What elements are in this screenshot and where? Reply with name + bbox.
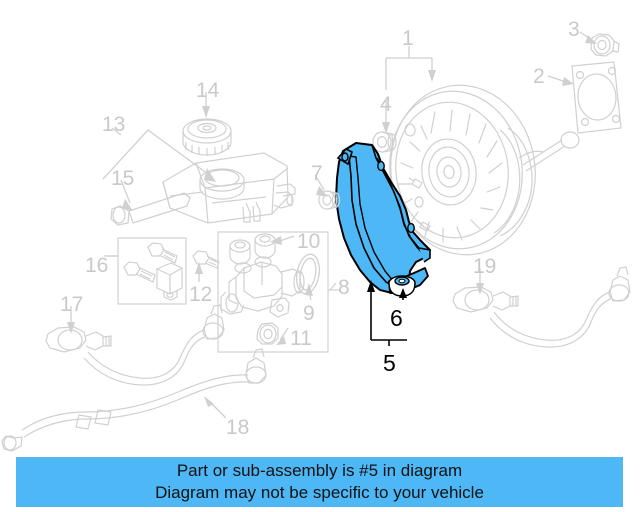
callout-label-2: 2 xyxy=(533,65,545,88)
booster-grommet xyxy=(372,131,397,153)
reservoir-sensor xyxy=(110,192,191,226)
callout-leader-lines xyxy=(67,31,597,419)
callout-label-11: 11 xyxy=(290,327,312,350)
callout-label-18: 18 xyxy=(226,416,250,439)
callout-label-1: 1 xyxy=(402,27,414,50)
master-cylinder-nut xyxy=(256,322,279,345)
banner-line-2: Diagram may not be specific to your vehi… xyxy=(155,483,484,502)
brake-hose-right xyxy=(452,266,631,348)
bleeder-screw xyxy=(192,250,220,269)
banner-line-1: Part or sub-assembly is #5 in diagram xyxy=(176,460,463,480)
small-bushing xyxy=(318,190,341,210)
fluid-reservoir xyxy=(162,152,296,224)
part-info-banner: Part or sub-assembly is #5 in diagram Di… xyxy=(16,457,623,507)
heat-shield-bracket-highlighted xyxy=(335,142,431,294)
fitting-kit-contents xyxy=(123,242,183,301)
callout-label-6: 6 xyxy=(390,305,403,331)
callout-label-4: 4 xyxy=(380,93,392,116)
booster-nut xyxy=(590,33,620,57)
callout-label-8: 8 xyxy=(338,276,350,299)
brake-hose-upper xyxy=(45,304,225,386)
brake-hose-lower xyxy=(1,348,267,452)
callout-label-9: 9 xyxy=(303,302,315,325)
callout-label-13: 13 xyxy=(102,113,126,136)
callout-label-14: 14 xyxy=(196,79,220,102)
brake-booster xyxy=(389,84,580,256)
callout-label-17: 17 xyxy=(60,293,84,316)
callout-label-12: 12 xyxy=(189,283,213,306)
booster-gasket xyxy=(571,61,622,134)
callout-label-5: 5 xyxy=(383,350,396,376)
highlight-callout-leader-lines xyxy=(367,280,407,346)
callout-label-3: 3 xyxy=(568,18,580,41)
callout-label-16: 16 xyxy=(85,254,109,277)
callout-label-10: 10 xyxy=(297,230,321,253)
reservoir-cap xyxy=(182,118,232,156)
callout-label-15: 15 xyxy=(111,167,135,190)
master-cylinder-seal xyxy=(295,253,321,295)
reservoir-grommets xyxy=(229,233,276,265)
master-cylinder xyxy=(220,256,305,318)
callout-label-7: 7 xyxy=(311,162,323,185)
fitting-kit-box xyxy=(104,237,187,305)
callout-label-19: 19 xyxy=(473,255,497,278)
